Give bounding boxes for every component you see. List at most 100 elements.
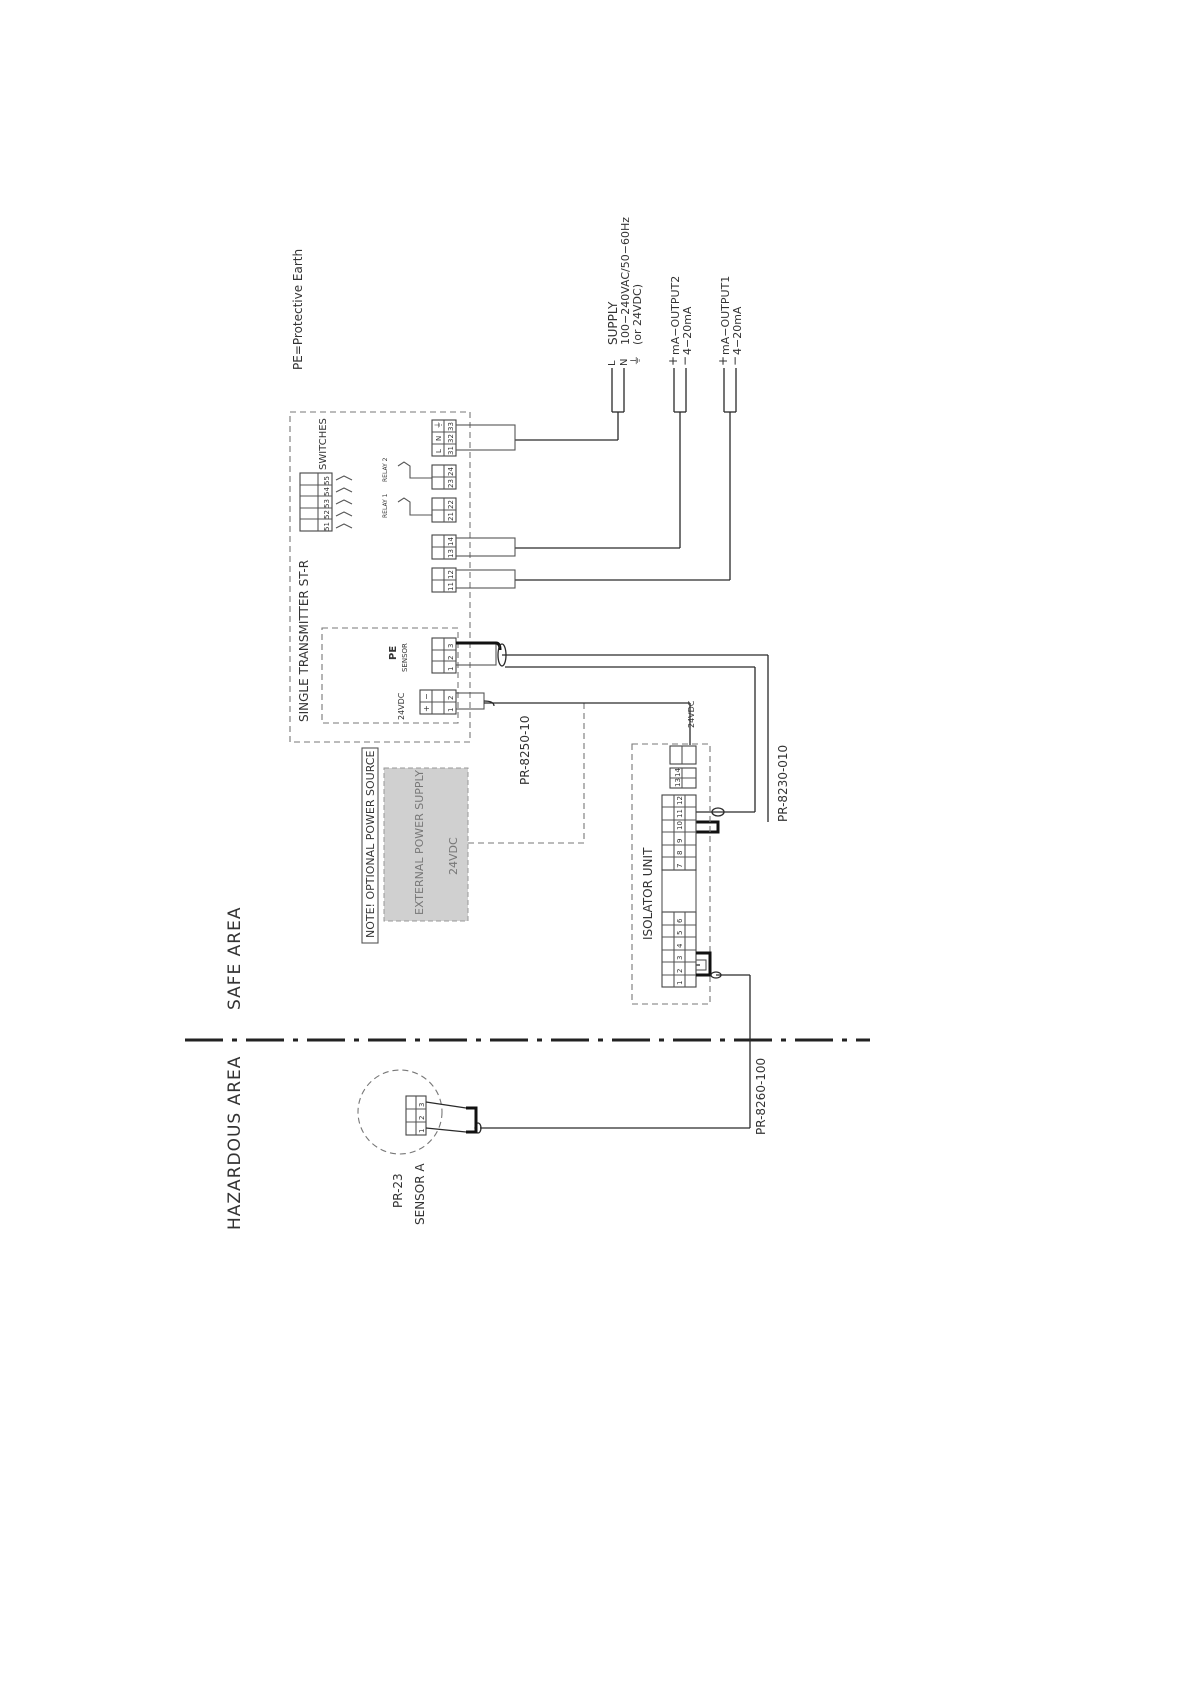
switch-53: 53 bbox=[323, 499, 331, 508]
hazardous-area-label: HAZARDOUS AREA bbox=[225, 1056, 245, 1230]
out1-sign-plus: + bbox=[716, 356, 730, 366]
switch-55: 55 bbox=[323, 476, 331, 485]
out2-sign-minus: − bbox=[678, 356, 692, 366]
power-sign-minus: − bbox=[422, 693, 431, 700]
iso-term-2: 2 bbox=[676, 969, 684, 973]
relay1-terminals: 21 22 bbox=[431, 497, 457, 523]
power-sign-plus: + bbox=[422, 705, 431, 712]
isolator-title: ISOLATOR UNIT bbox=[641, 847, 655, 940]
optional-power-note: NOTE! OPTIONAL POWER SOURCE bbox=[361, 747, 379, 944]
term-21: 21 bbox=[447, 512, 455, 521]
external-power-supply: EXTERNAL POWER SUPPLY 24VDC bbox=[383, 767, 469, 922]
sensor-a-term-1: 1 bbox=[418, 1129, 426, 1133]
sensor-a-boundary bbox=[357, 1069, 443, 1155]
iso-term-8: 8 bbox=[676, 851, 684, 855]
cable-label-c1: PR-8250-10 bbox=[518, 715, 532, 785]
isolator-unit: ISOLATOR UNIT 1 2 3 4 5 6 7 8 9 10 11 12 bbox=[631, 743, 711, 1005]
supply-sym-earth-ext: ⏚ bbox=[629, 355, 642, 366]
sensor-term-1: 1 bbox=[447, 667, 455, 671]
out1-sign-minus: − bbox=[728, 356, 742, 366]
out2-sign-plus: + bbox=[666, 356, 680, 366]
pe-label: PE bbox=[388, 646, 399, 660]
iso-term-1: 1 bbox=[676, 981, 684, 985]
out1-terminals: 11 12 bbox=[431, 567, 457, 593]
iso-term-3: 3 bbox=[676, 956, 684, 960]
external-power-line2: 24VDC bbox=[447, 837, 460, 875]
supply-sym-l-ext: L bbox=[607, 360, 618, 366]
safe-area-label: SAFE AREA bbox=[225, 907, 245, 1010]
sensor-terminals: 1 2 3 bbox=[431, 637, 457, 674]
output2-wiring bbox=[455, 368, 687, 557]
supply-label-group: L N ⏚ SUPPLY 100−240VAC/50−60Hz (or 24VD… bbox=[606, 217, 644, 366]
supply-sym-earth: ⏚ bbox=[434, 421, 443, 429]
iso-term-12: 12 bbox=[676, 796, 684, 805]
switches-label: SWITCHES bbox=[318, 418, 329, 470]
power-term-1: 1 bbox=[447, 708, 455, 712]
power-cable: 24VDC bbox=[455, 692, 696, 745]
term-11: 11 bbox=[447, 582, 455, 591]
sensor-a-line2: SENSOR A bbox=[413, 1163, 427, 1225]
sensor-a: 1 2 3 PR-23 SENSOR A bbox=[357, 1069, 467, 1225]
term-14: 14 bbox=[447, 537, 455, 546]
power-term-2: 2 bbox=[447, 696, 455, 700]
out2-label-1: mA−OUTPUT2 bbox=[669, 276, 682, 355]
output1-label-group: + − mA−OUTPUT1 4−20mA bbox=[716, 276, 744, 366]
term-13: 13 bbox=[447, 549, 455, 558]
supply-label-2: 100−240VAC/50−60Hz bbox=[619, 217, 632, 345]
output2-label-group: + − mA−OUTPUT2 4−20mA bbox=[666, 276, 694, 366]
pe-note: PE=Protective Earth bbox=[291, 249, 305, 370]
sensor-term-3: 3 bbox=[447, 644, 455, 648]
out2-label-2: 4−20mA bbox=[681, 306, 694, 355]
term-24: 24 bbox=[447, 467, 455, 476]
supply-sym-n: N bbox=[435, 436, 443, 441]
transmitter-outline bbox=[289, 411, 471, 743]
switch-52: 52 bbox=[323, 510, 331, 519]
sensor-cable bbox=[455, 641, 769, 834]
external-power-line1: EXTERNAL POWER SUPPLY bbox=[413, 770, 426, 915]
iso-term-4: 4 bbox=[676, 943, 684, 948]
out1-label-1: mA−OUTPUT1 bbox=[719, 276, 732, 355]
switch-block: 51 52 53 54 55 bbox=[299, 472, 353, 532]
external-power-link bbox=[468, 703, 585, 844]
transmitter-power-label: 24VDC bbox=[397, 692, 406, 720]
supply-wiring bbox=[455, 368, 625, 451]
iso-term-6: 6 bbox=[676, 918, 684, 923]
supply-sym-n-ext: N bbox=[619, 359, 630, 366]
supply-label-1: SUPPLY bbox=[606, 301, 620, 345]
term-33: 33 bbox=[447, 422, 455, 431]
out2-terminals: 13 14 bbox=[431, 534, 457, 560]
iso-term-7: 7 bbox=[676, 864, 684, 868]
iso-term-5: 5 bbox=[676, 931, 684, 935]
term-22: 22 bbox=[447, 500, 455, 509]
sensor-a-term-3: 3 bbox=[418, 1103, 426, 1107]
note-text: NOTE! OPTIONAL POWER SOURCE bbox=[364, 751, 377, 938]
isolator-outline bbox=[631, 743, 711, 1005]
isolator-power-label: 24VDC bbox=[687, 700, 696, 728]
relay1-label: RELAY 1 bbox=[382, 493, 389, 518]
supply-sym-l: L bbox=[435, 449, 443, 453]
term-23: 23 bbox=[447, 479, 455, 488]
sensor-a-term-2: 2 bbox=[418, 1116, 426, 1120]
iso-term-13: 13 bbox=[674, 778, 682, 787]
iso-term-9: 9 bbox=[676, 839, 684, 843]
relay-contacts bbox=[397, 461, 432, 516]
switch-51: 51 bbox=[323, 522, 331, 531]
transmitter: SINGLE TRANSMITTER ST-R SWITCHES 51 52 5… bbox=[289, 411, 471, 743]
cable-label-c3: PR-8260-100 bbox=[754, 1058, 768, 1135]
relay2-terminals: 23 24 bbox=[431, 464, 457, 490]
switch-54: 54 bbox=[323, 487, 331, 496]
cable-label-c2: PR-8230-010 bbox=[776, 745, 790, 822]
sensor-term-2: 2 bbox=[447, 656, 455, 660]
transmitter-title: SINGLE TRANSMITTER ST-R bbox=[297, 560, 311, 722]
inner-io-outline bbox=[321, 627, 459, 724]
supply-terminals: L N ⏚ 31 32 33 bbox=[431, 419, 457, 457]
iso-term-11: 11 bbox=[676, 809, 684, 818]
hazardous-cable bbox=[466, 951, 751, 1134]
relay2-label: RELAY 2 bbox=[382, 457, 389, 482]
sensor-label: SENSOR bbox=[401, 643, 409, 672]
supply-label-3: (or 24VDC) bbox=[631, 284, 644, 345]
term-12: 12 bbox=[447, 570, 455, 579]
out1-label-2: 4−20mA bbox=[731, 306, 744, 355]
sensor-a-line1: PR-23 bbox=[391, 1173, 405, 1208]
